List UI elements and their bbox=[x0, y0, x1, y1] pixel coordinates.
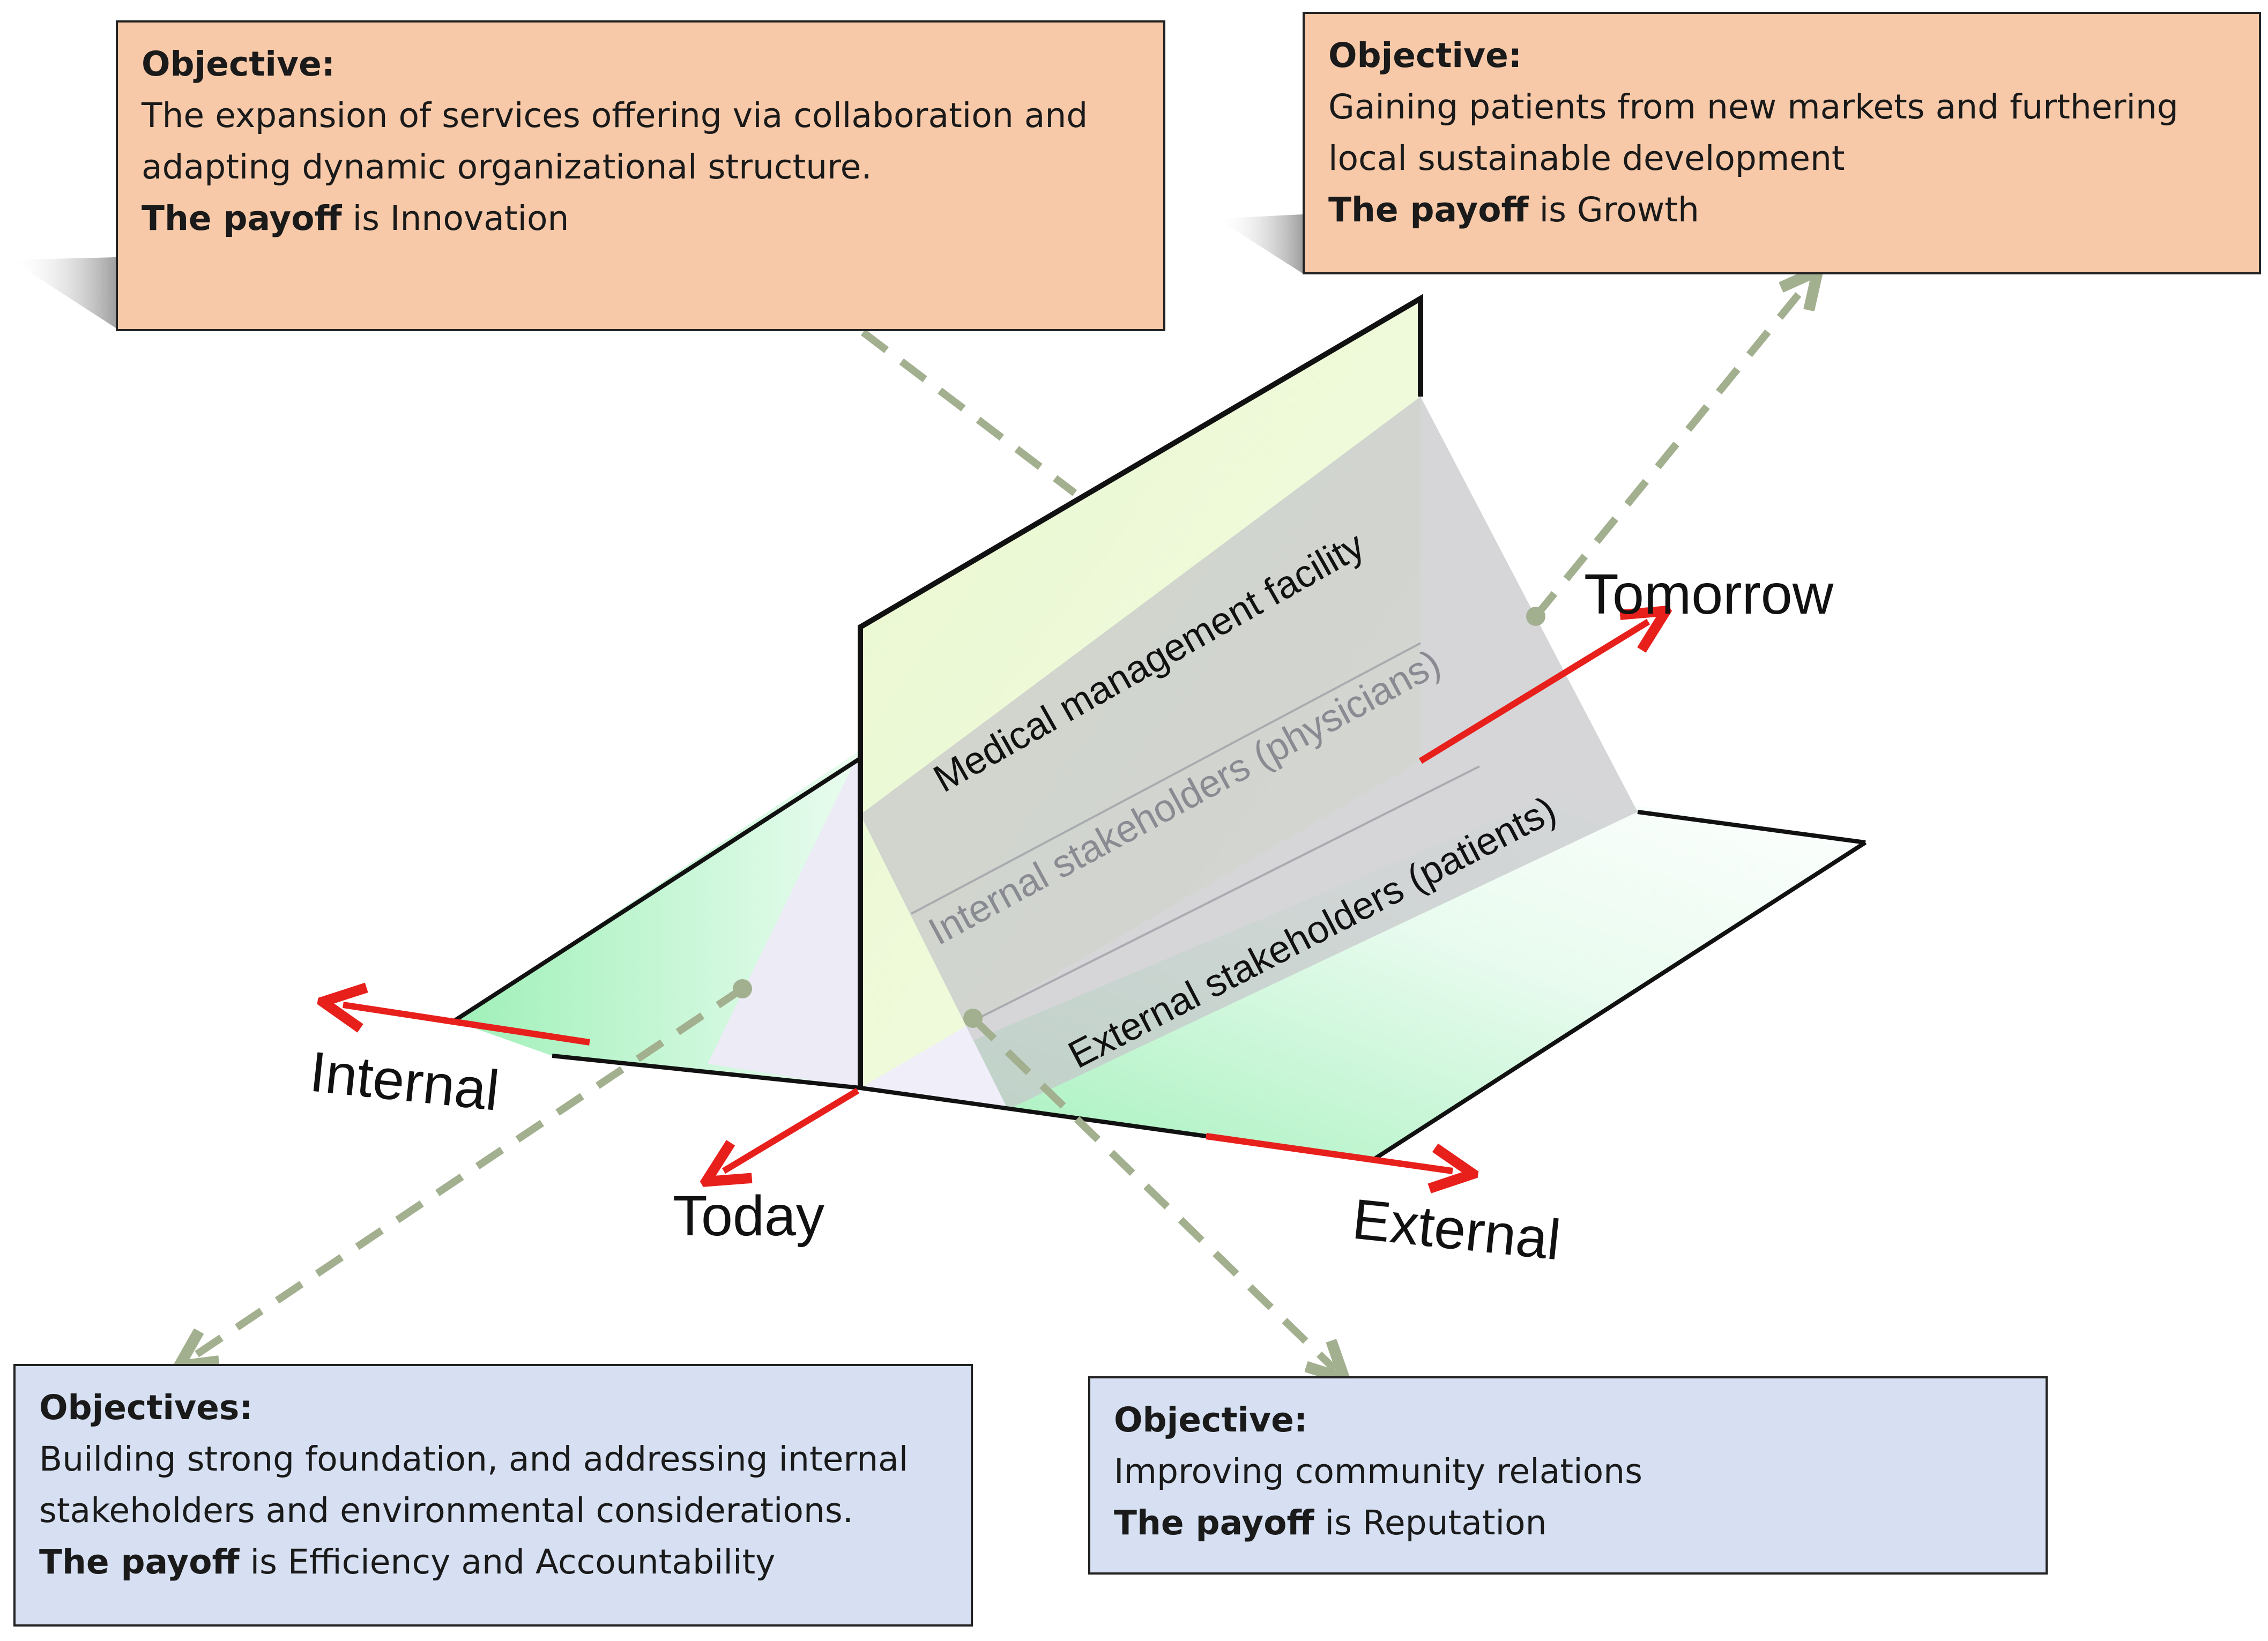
plane-inner-line-2 bbox=[972, 765, 1480, 1022]
payoff-value: is Growth bbox=[1528, 190, 1699, 229]
axis-label-external: External bbox=[1350, 1188, 1564, 1272]
axis-internal bbox=[343, 1005, 590, 1046]
objective-line: Improving community relations bbox=[1114, 1452, 1642, 1491]
objective-box-innovation: Objective: The expansion of services off… bbox=[116, 20, 1165, 331]
wall-shadow-wedge bbox=[708, 750, 860, 1088]
connector-efficiency bbox=[190, 986, 745, 1359]
payoff-value: is Reputation bbox=[1314, 1503, 1547, 1542]
axis-label-today: Today bbox=[673, 1184, 824, 1248]
objective-box-efficiency: Objectives: Building strong foundation, … bbox=[13, 1364, 973, 1627]
payoff-value: is Efficiency and Accountability bbox=[239, 1542, 776, 1582]
axis-today bbox=[724, 1087, 860, 1171]
payoff-label: The payoff bbox=[1114, 1503, 1314, 1542]
objective-line: stakeholders and environmental considera… bbox=[39, 1491, 853, 1530]
floor-edge-front-left bbox=[552, 1054, 861, 1090]
objective-line: adapting dynamic organizational structur… bbox=[142, 147, 872, 187]
objective-heading: Objective: bbox=[142, 44, 336, 84]
axis-external bbox=[1206, 1133, 1453, 1171]
floor-edge-left bbox=[452, 756, 862, 1023]
connector-efficiency-dot bbox=[733, 979, 752, 998]
connector-innovation bbox=[860, 329, 1077, 496]
floor-edge-front-mid bbox=[860, 1086, 1207, 1138]
objective-line: Building strong foundation, and addressi… bbox=[39, 1439, 909, 1479]
box-shadow-top-right bbox=[1217, 214, 1303, 273]
payoff-line: The payoff is Reputation bbox=[1114, 1497, 2022, 1549]
axis-label-internal: Internal bbox=[307, 1040, 502, 1123]
objective-line: local sustainable development bbox=[1328, 139, 1845, 178]
plane-stakeholders bbox=[860, 397, 1638, 1109]
axis-tomorrow bbox=[1418, 622, 1648, 764]
objective-heading: Objective: bbox=[1328, 36, 1522, 75]
payoff-label: The payoff bbox=[142, 199, 342, 238]
axis-label-tomorrow: Tomorrow bbox=[1584, 563, 1834, 626]
plane-inner-line bbox=[911, 642, 1421, 915]
connector-growth-dot bbox=[1526, 607, 1545, 626]
connector-growth bbox=[1533, 281, 1809, 619]
objective-heading: Objective: bbox=[1114, 1400, 1308, 1439]
payoff-value: is Innovation bbox=[341, 199, 569, 238]
floor-edge-back-right bbox=[1637, 810, 1866, 845]
payoff-line: The payoff is Efficiency and Accountabil… bbox=[39, 1536, 947, 1588]
floor-plane-external bbox=[860, 793, 1865, 1160]
objective-box-growth: Objective: Gaining patients from new mar… bbox=[1303, 12, 2261, 274]
payoff-label: The payoff bbox=[39, 1542, 240, 1582]
objective-heading: Objectives: bbox=[39, 1388, 253, 1427]
connector-reputation-dot bbox=[963, 1009, 983, 1028]
objective-line: Gaining patients from new markets and fu… bbox=[1328, 87, 2178, 126]
payoff-label: The payoff bbox=[1328, 190, 1529, 229]
floor-edge-front-right bbox=[1371, 840, 1867, 1162]
payoff-line: The payoff is Growth bbox=[1328, 184, 2235, 236]
objective-box-reputation: Objective: Improving community relations… bbox=[1088, 1376, 2048, 1575]
box-shadow-top-left bbox=[11, 257, 116, 328]
objective-line: The expansion of services offering via c… bbox=[142, 96, 1088, 135]
payoff-line: The payoff is Innovation bbox=[142, 193, 1140, 244]
connector-reputation bbox=[970, 1015, 1335, 1369]
wall-outline bbox=[858, 294, 1423, 1088]
